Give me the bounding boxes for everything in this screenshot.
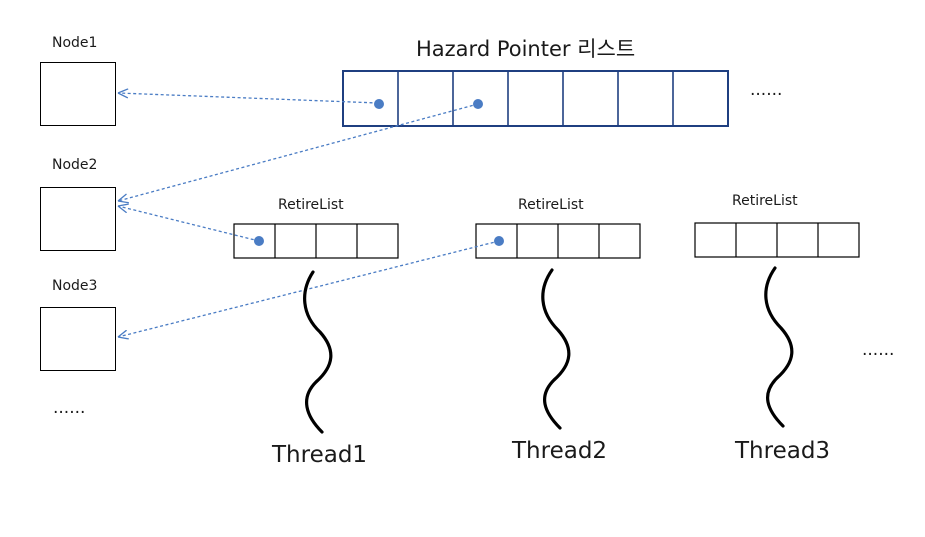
thread1-label: Thread1 [272,442,368,468]
hazard-list-ellipsis: ...... [750,80,783,100]
pointer-retire2-to-node3 [118,240,500,337]
node1-label: Node1 [52,35,98,51]
thread3-label: Thread3 [735,438,831,464]
retire-list-2-label: RetireList [518,197,584,213]
hazard-pointer-dot-2 [473,99,483,109]
retire-list-1-label: RetireList [278,197,344,213]
node2-label: Node2 [52,157,98,173]
hazard-list-title: Hazard Pointer 리스트 [416,37,636,61]
nodes-ellipsis: ...... [53,398,86,418]
thread2-label: Thread2 [512,438,608,464]
pointer-hazard1-to-node1 [118,93,379,104]
threads-ellipsis: ...... [862,340,895,360]
pointer-retire1-to-node2 [118,206,260,242]
node1-box [40,62,116,126]
thread3-squiggle [764,266,794,428]
pointer-hazard2-to-node2 [118,103,479,201]
hazard-pointer-dot-1 [374,99,384,109]
hazard-list-cells [397,71,674,126]
retire-list-3-label: RetireList [732,193,798,209]
hazard-list-frame [342,70,729,127]
retire-pointer-dot-2 [494,236,504,246]
node3-box [40,307,116,371]
thread2-squiggle [541,268,571,430]
retire-pointer-dot-1 [254,236,264,246]
node2-box [40,187,116,251]
thread1-squiggle [303,270,333,434]
node3-label: Node3 [52,278,98,294]
retire-list-3 [694,222,860,258]
